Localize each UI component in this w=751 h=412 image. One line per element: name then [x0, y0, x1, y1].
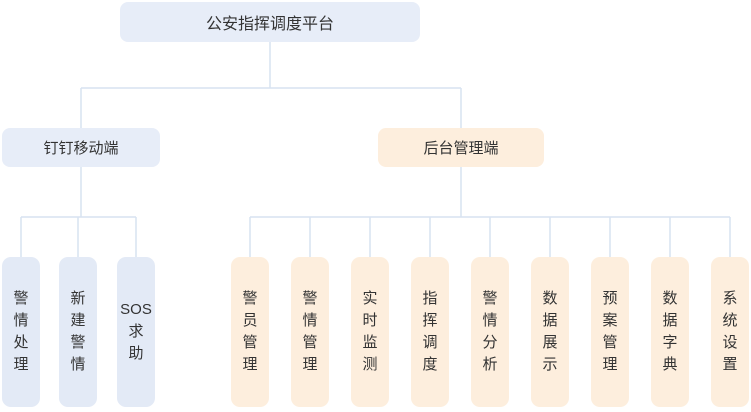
leaf-label: 数 据 展 示 [542, 290, 558, 373]
leaf-node-command-dispatch: 指 挥 调 度 [411, 257, 449, 407]
leaf-label: 系 统 设 置 [722, 290, 738, 373]
root-node-label: 公安指挥调度平台 [205, 16, 334, 33]
leaf-label: 警 情 处 理 [13, 290, 29, 373]
leaf-label: SOS 求 助 [120, 301, 152, 362]
leaf-label: 警 情 分 析 [482, 290, 498, 373]
leaf-node-sos-help: SOS 求 助 [117, 257, 155, 407]
leaf-label: 预 案 管 理 [602, 290, 618, 373]
leaf-label: 实 时 监 测 [362, 290, 378, 373]
leaf-node-realtime-monitoring: 实 时 监 测 [351, 257, 389, 407]
leaf-label: 数 据 字 典 [662, 290, 678, 373]
leaf-node-plan-management: 预 案 管 理 [591, 257, 629, 407]
leaf-node-alert-management: 警 情 管 理 [291, 257, 329, 407]
leaf-node-new-alert: 新 建 警 情 [59, 257, 97, 407]
leaf-node-data-dictionary: 数 据 字 典 [651, 257, 689, 407]
leaf-node-officer-management: 警 员 管 理 [231, 257, 269, 407]
leaf-node-alert-handling: 警 情 处 理 [2, 257, 40, 407]
branch-node-dingtalk-mobile: 钉钉移动端 [2, 128, 160, 167]
branch-label: 后台管理端 [423, 140, 499, 157]
root-node-platform: 公安指挥调度平台 [120, 2, 420, 42]
leaf-node-system-settings: 系 统 设 置 [711, 257, 749, 407]
leaf-label: 警 情 管 理 [302, 290, 318, 373]
branch-label: 钉钉移动端 [43, 140, 119, 157]
leaf-label: 指 挥 调 度 [422, 290, 438, 373]
leaf-label: 警 员 管 理 [242, 290, 258, 373]
leaf-node-data-display: 数 据 展 示 [531, 257, 569, 407]
branch-node-backend-admin: 后台管理端 [378, 128, 544, 167]
leaf-label: 新 建 警 情 [70, 290, 86, 373]
leaf-node-alert-analysis: 警 情 分 析 [471, 257, 509, 407]
